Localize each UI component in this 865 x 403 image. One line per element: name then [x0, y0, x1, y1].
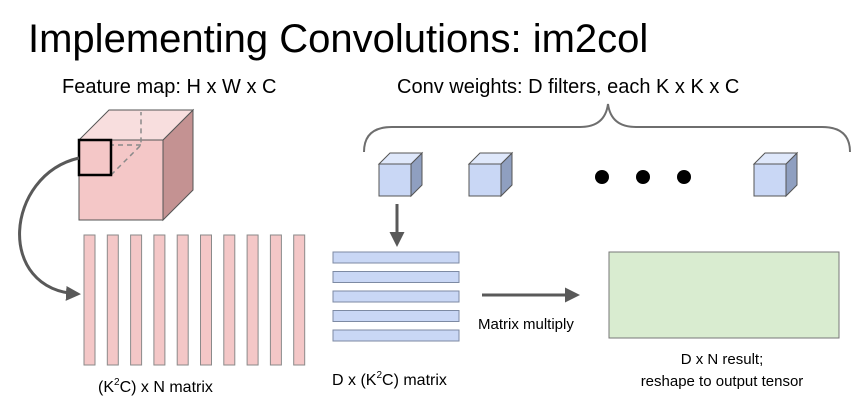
column-matrix: [83, 234, 306, 366]
column-bar: [106, 234, 119, 366]
column-bar: [83, 234, 96, 366]
weight-matrix-label: D x (K2C) matrix: [332, 370, 447, 389]
weight-matrix: [332, 251, 460, 342]
filter-cube: [467, 151, 514, 198]
feature-cube-front-face: [78, 139, 164, 221]
result-matrix: [608, 251, 840, 339]
filter-cube: [377, 151, 424, 198]
ellipsis-dot: [677, 170, 691, 184]
row-bar: [332, 329, 460, 342]
receptive-field-box: [77, 138, 113, 177]
filters-brace: [363, 103, 851, 153]
filter-cube-front: [378, 163, 412, 197]
matrix-multiply-label: Matrix multiply: [478, 316, 574, 333]
column-bar: [246, 234, 259, 366]
filters-ellipsis: [595, 170, 691, 184]
result-label-line2: reshape to output tensor: [641, 373, 804, 390]
column-matrix-label: (K2C) x N matrix: [98, 377, 213, 396]
filter-cube-front: [468, 163, 502, 197]
filter-cube-front: [753, 163, 787, 197]
feature-map-label: Feature map: H x W x C: [62, 76, 277, 98]
page-title: Implementing Convolutions: im2col: [28, 17, 648, 61]
column-bar: [153, 234, 166, 366]
filter-cube: [752, 151, 799, 198]
ellipsis-dot: [595, 170, 609, 184]
column-bar: [269, 234, 282, 366]
row-bar: [332, 310, 460, 322]
column-bar: [130, 234, 143, 366]
im2col-curved-arrow: [18, 156, 81, 301]
ellipsis-dot: [636, 170, 650, 184]
row-bar: [332, 290, 460, 303]
result-label-line1: D x N result;: [681, 351, 764, 368]
row-bar: [332, 251, 460, 264]
feature-map-cube: [77, 108, 195, 222]
column-bar: [176, 234, 189, 366]
receptive-field-hidden-edges: [110, 112, 142, 176]
conv-weights-label: Conv weights: D filters, each K x K x C: [397, 76, 739, 98]
column-bar: [200, 234, 212, 366]
filter-cubes: [377, 151, 799, 198]
row-bar: [332, 271, 460, 283]
column-bar: [223, 234, 236, 366]
column-bar: [293, 234, 306, 366]
